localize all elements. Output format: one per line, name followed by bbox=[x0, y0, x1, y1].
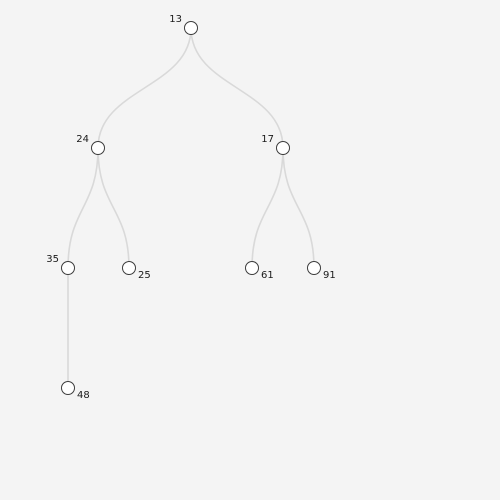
tree-node-17: 17 bbox=[261, 134, 290, 155]
tree-edge-n17-n91 bbox=[282, 147, 315, 269]
tree-node-61: 61 bbox=[245, 261, 274, 281]
tree-node-label: 13 bbox=[169, 14, 182, 25]
tree-edge-n17-n61 bbox=[251, 147, 284, 269]
tree-node-label: 61 bbox=[261, 270, 274, 281]
edges-layer bbox=[67, 27, 315, 388]
tree-node-13: 13 bbox=[169, 14, 198, 35]
tree-edge-n13-n24 bbox=[97, 27, 192, 149]
tree-node-circle bbox=[245, 261, 259, 275]
tree-node-48: 48 bbox=[61, 381, 90, 401]
tree-node-circle bbox=[184, 21, 198, 35]
tree-edge-n24-n35 bbox=[67, 147, 99, 269]
tree-node-91: 91 bbox=[307, 261, 336, 281]
tree-node-25: 25 bbox=[122, 261, 151, 281]
tree-node-label: 91 bbox=[323, 270, 336, 281]
tree-edge-n24-n25 bbox=[97, 147, 130, 269]
tree-node-circle bbox=[91, 141, 105, 155]
tree-node-label: 24 bbox=[76, 134, 89, 145]
tree-node-label: 17 bbox=[261, 134, 274, 145]
tree-node-circle bbox=[61, 381, 75, 395]
tree-node-35: 35 bbox=[46, 254, 75, 275]
tree-node-24: 24 bbox=[76, 134, 105, 155]
tree-node-circle bbox=[122, 261, 136, 275]
tree-node-circle bbox=[61, 261, 75, 275]
tree-node-label: 48 bbox=[77, 390, 90, 401]
tree-node-circle bbox=[276, 141, 290, 155]
nodes-layer: 13 24 17 35 25 61 91 48 bbox=[46, 14, 335, 401]
tree-node-label: 25 bbox=[138, 270, 151, 281]
tree-node-label: 35 bbox=[46, 254, 59, 265]
tree-edge-n13-n17 bbox=[190, 27, 284, 149]
tree-node-circle bbox=[307, 261, 321, 275]
